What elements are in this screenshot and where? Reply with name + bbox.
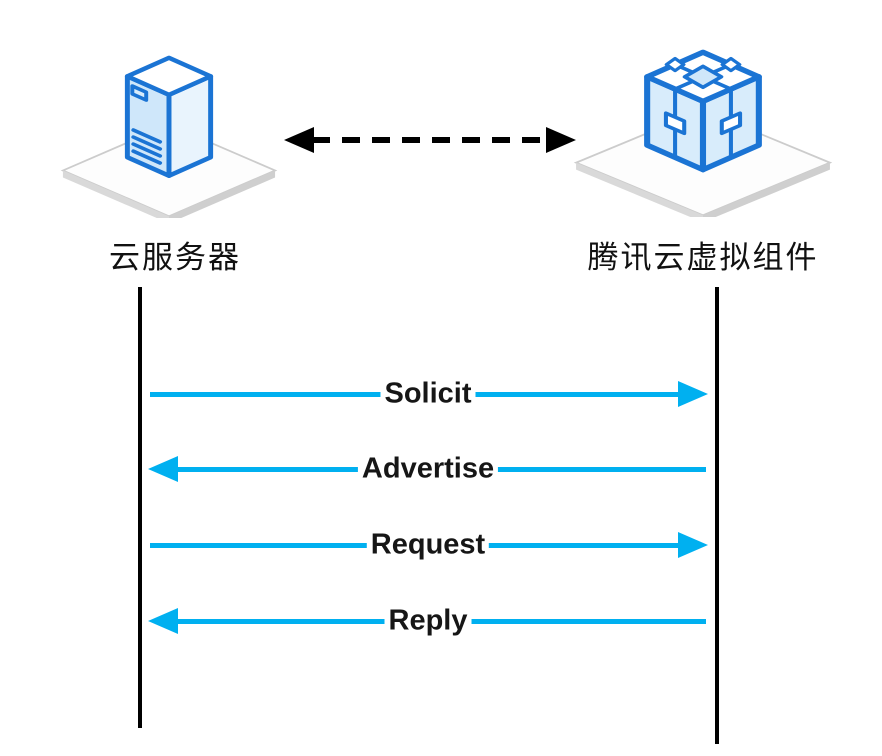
arrow-right-icon xyxy=(678,532,708,558)
lifeline-server xyxy=(138,287,142,728)
server-icon xyxy=(60,55,278,218)
message-reply: Reply xyxy=(148,604,706,638)
arrow-left-icon xyxy=(148,608,178,634)
lifeline-component xyxy=(715,287,719,744)
arrow-right-icon xyxy=(678,381,708,407)
message-label: Advertise xyxy=(357,452,499,486)
message-solicit: Solicit xyxy=(150,377,708,411)
component-label: 腾讯云虚拟组件 xyxy=(587,240,819,276)
arrow-left-icon xyxy=(148,456,178,482)
message-label: Solicit xyxy=(380,377,476,411)
dashed-double-arrow xyxy=(284,127,576,153)
cube-component-icon xyxy=(573,49,833,217)
message-label: Reply xyxy=(384,604,472,638)
message-advertise: Advertise xyxy=(148,452,706,486)
message-request: Request xyxy=(150,528,708,562)
server-label: 云服务器 xyxy=(109,240,241,276)
message-label: Request xyxy=(366,528,490,562)
